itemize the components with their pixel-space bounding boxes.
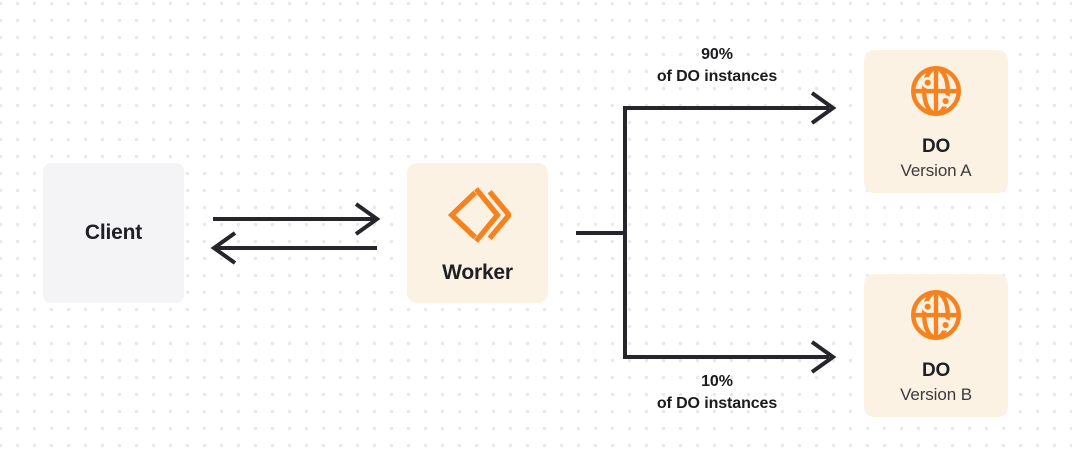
arrow-to-do-version-a — [623, 91, 837, 125]
route-a-caption: of DO instances — [656, 68, 778, 85]
globe-icon — [911, 65, 961, 116]
do-version-b-subtitle: Version B — [900, 384, 972, 404]
do-version-a-node: DO Version A — [864, 50, 1008, 193]
route-a-label: 90% of DO instances — [607, 44, 827, 88]
do-version-a-subtitle: Version A — [900, 160, 972, 180]
route-b-label: 10% of DO instances — [607, 371, 827, 415]
arrow-to-do-version-b — [623, 340, 837, 374]
do-version-b-node: DO Version B — [864, 274, 1008, 417]
client-to-worker-arrow — [213, 202, 381, 236]
route-a-percent: 90% — [701, 46, 733, 63]
worker-label: Worker — [442, 260, 513, 284]
worker-branch-connector — [576, 106, 627, 357]
worker-node: Worker — [407, 163, 548, 303]
client-label: Client — [84, 221, 143, 244]
route-b-percent: 10% — [701, 373, 733, 390]
do-version-a-title: DO — [921, 135, 951, 157]
globe-icon — [911, 289, 961, 340]
client-node: Client — [43, 163, 184, 303]
do-version-b-title: DO — [921, 359, 951, 381]
worker-to-client-arrow — [210, 231, 377, 265]
route-b-caption: of DO instances — [656, 395, 778, 412]
workers-brackets-icon — [447, 186, 511, 243]
